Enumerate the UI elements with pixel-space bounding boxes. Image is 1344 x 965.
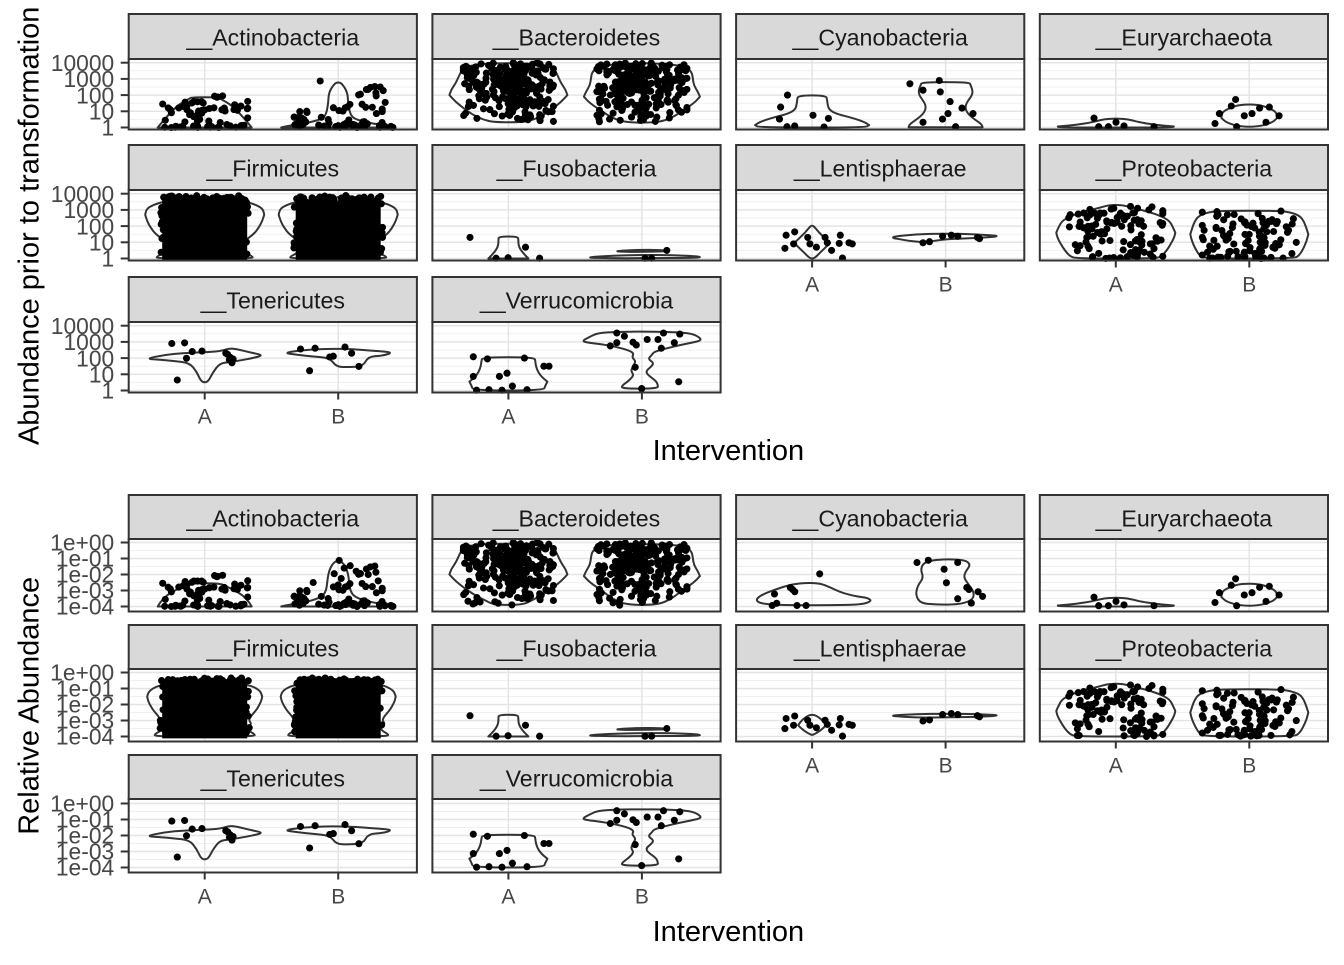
svg-text:__Cyanobacteria: __Cyanobacteria: [792, 506, 968, 532]
svg-text:A: A: [501, 886, 515, 909]
svg-text:1e-02: 1e-02: [56, 692, 114, 718]
svg-text:1e-01: 1e-01: [56, 546, 114, 572]
svg-text:10: 10: [89, 99, 114, 125]
svg-text:A: A: [501, 406, 515, 429]
svg-text:__Proteobacteria: __Proteobacteria: [1095, 156, 1273, 182]
svg-text:__Fusobacteria: __Fusobacteria: [496, 156, 657, 182]
svg-text:1e-04: 1e-04: [56, 724, 115, 750]
svg-text:1: 1: [102, 115, 115, 141]
svg-text:1000: 1000: [63, 329, 114, 355]
svg-text:1000: 1000: [63, 197, 114, 223]
svg-text:B: B: [331, 406, 345, 429]
svg-text:1e+00: 1e+00: [50, 660, 114, 686]
svg-text:__Lentisphaerae: __Lentisphaerae: [793, 636, 967, 662]
svg-text:__Verrucomicrobia: __Verrucomicrobia: [479, 288, 673, 314]
svg-text:Intervention: Intervention: [653, 916, 805, 948]
svg-text:1000: 1000: [63, 66, 114, 92]
svg-text:B: B: [635, 406, 649, 429]
svg-text:B: B: [1242, 274, 1256, 297]
svg-text:Abundance prior to transformat: Abundance prior to transformation: [14, 7, 46, 445]
svg-text:10000: 10000: [51, 313, 114, 339]
svg-text:1e-01: 1e-01: [56, 807, 114, 833]
svg-text:1e-03: 1e-03: [56, 708, 114, 734]
svg-text:B: B: [939, 274, 953, 297]
svg-text:__Tenericutes: __Tenericutes: [200, 288, 345, 314]
svg-text:100: 100: [76, 345, 114, 371]
svg-text:__Actinobacteria: __Actinobacteria: [185, 25, 359, 51]
svg-text:1: 1: [102, 246, 115, 272]
svg-text:__Lentisphaerae: __Lentisphaerae: [793, 156, 967, 182]
svg-text:1e-02: 1e-02: [56, 562, 114, 588]
svg-text:__Tenericutes: __Tenericutes: [200, 766, 345, 792]
svg-text:10: 10: [89, 230, 114, 256]
svg-text:B: B: [1242, 755, 1256, 778]
svg-text:__Cyanobacteria: __Cyanobacteria: [792, 25, 968, 51]
svg-text:__Verrucomicrobia: __Verrucomicrobia: [479, 766, 673, 792]
svg-text:1e-03: 1e-03: [56, 578, 114, 604]
svg-text:1e-01: 1e-01: [56, 676, 114, 702]
svg-text:100: 100: [76, 213, 114, 239]
svg-text:__Proteobacteria: __Proteobacteria: [1095, 636, 1273, 662]
svg-text:__Fusobacteria: __Fusobacteria: [496, 636, 657, 662]
svg-text:A: A: [805, 755, 819, 778]
svg-text:B: B: [635, 886, 649, 909]
svg-text:10000: 10000: [51, 50, 114, 76]
svg-text:1: 1: [102, 378, 115, 404]
svg-text:__Euryarchaeota: __Euryarchaeota: [1095, 506, 1273, 532]
svg-text:1e+00: 1e+00: [50, 530, 114, 556]
svg-text:B: B: [331, 886, 345, 909]
svg-text:B: B: [939, 755, 953, 778]
svg-text:1e-04: 1e-04: [56, 594, 115, 620]
svg-text:__Bacteroidetes: __Bacteroidetes: [492, 25, 661, 51]
svg-text:1e-03: 1e-03: [56, 839, 114, 865]
svg-text:100: 100: [76, 82, 114, 108]
svg-text:Intervention: Intervention: [653, 435, 805, 467]
svg-text:1e-02: 1e-02: [56, 823, 114, 849]
svg-text:10000: 10000: [51, 181, 114, 207]
svg-text:A: A: [805, 274, 819, 297]
svg-text:Relative Abundance: Relative Abundance: [14, 577, 46, 835]
svg-text:A: A: [198, 886, 212, 909]
svg-text:__Firmicutes: __Firmicutes: [205, 156, 339, 182]
svg-text:10: 10: [89, 362, 114, 388]
svg-text:__Firmicutes: __Firmicutes: [205, 636, 339, 662]
svg-text:__Euryarchaeota: __Euryarchaeota: [1095, 25, 1273, 51]
svg-text:A: A: [1109, 274, 1123, 297]
svg-text:1e-04: 1e-04: [56, 855, 115, 881]
svg-text:__Bacteroidetes: __Bacteroidetes: [492, 506, 661, 532]
svg-text:1e+00: 1e+00: [50, 791, 114, 817]
svg-text:__Actinobacteria: __Actinobacteria: [185, 506, 359, 532]
svg-text:A: A: [198, 406, 212, 429]
svg-text:A: A: [1109, 755, 1123, 778]
